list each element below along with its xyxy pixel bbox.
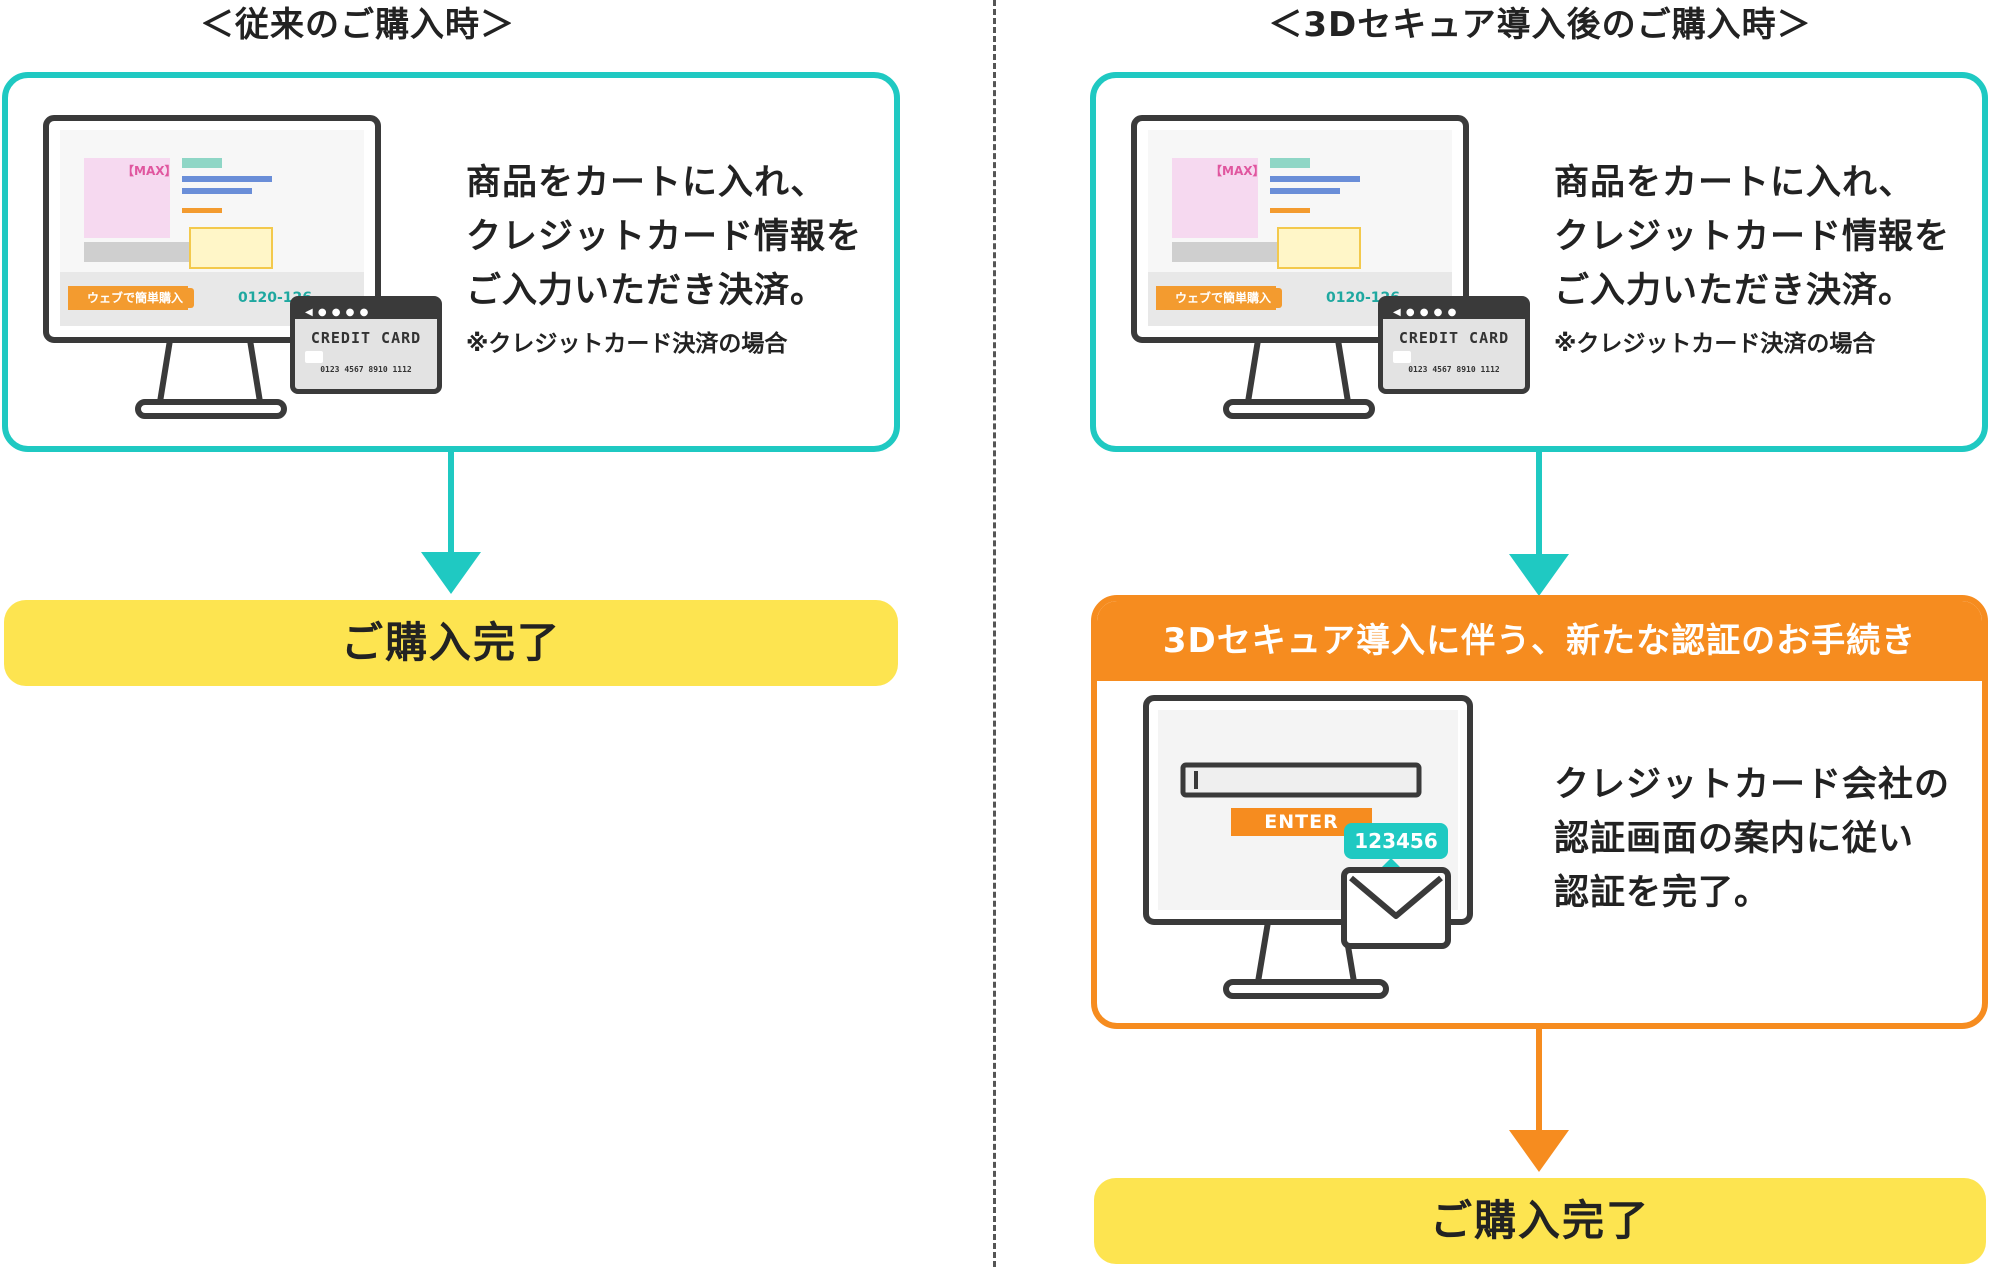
desc-line: 認証を完了。	[1554, 873, 1771, 913]
desc-line: ご入力いただき決済。	[466, 271, 827, 311]
screen-product-label: 【MAX】	[1210, 164, 1265, 178]
left-column-title: ＜従来のご購入時＞	[200, 5, 515, 45]
arrow-down-icon	[1536, 452, 1542, 556]
left-step-description: 商品をカートに入れ、 クレジットカード情報を ご入力いただき決済。	[466, 156, 862, 318]
card-title: CREDIT CARD	[1398, 329, 1510, 347]
right-column-title: ＜3Dセキュア導入後のご購入時＞	[1268, 5, 1812, 45]
arrow-down-icon	[448, 452, 454, 554]
auth-description: クレジットカード会社の 認証画面の案内に従い 認証を完了。	[1554, 758, 1950, 920]
right-result-banner: ご購入完了	[1094, 1178, 1986, 1264]
desc-line: 商品をカートに入れ、	[1554, 163, 1915, 203]
monitor-icon	[43, 115, 381, 419]
credit-card-icon: ◀ ● ● ● ● CREDIT CARD 0123 4567 8910 111…	[290, 296, 442, 394]
left-result-banner: ご購入完了	[4, 600, 898, 686]
arrow-head	[421, 552, 481, 594]
desc-line: クレジットカード情報を	[466, 217, 863, 257]
screen-product-label: 【MAX】	[122, 164, 177, 178]
desc-line: クレジットカード会社の	[1554, 765, 1951, 805]
card-title: CREDIT CARD	[310, 329, 422, 347]
screen-buy-button: ウェブで簡単購入	[1164, 288, 1282, 308]
envelope-icon	[1341, 858, 1451, 949]
left-step-note: ※クレジットカード決済の場合	[466, 331, 788, 357]
desc-line: クレジットカード情報を	[1554, 217, 1951, 257]
right-step-description: 商品をカートに入れ、 クレジットカード情報を ご入力いただき決済。	[1554, 156, 1950, 318]
arrow-down-icon	[1536, 1029, 1542, 1133]
card-number: 0123 4567 8910 1112	[320, 365, 412, 374]
auth-code-bubble: 123456	[1344, 823, 1448, 859]
arrow-head	[1509, 1130, 1569, 1172]
desc-line: 認証画面の案内に従い	[1554, 819, 1915, 859]
screen-buy-button: ウェブで簡単購入	[76, 288, 194, 308]
card-number: 0123 4567 8910 1112	[1408, 365, 1500, 374]
arrow-head	[1509, 554, 1569, 596]
desc-line: 商品をカートに入れ、	[466, 163, 827, 203]
desc-line: ご入力いただき決済。	[1554, 271, 1915, 311]
credit-card-icon: ◀ ● ● ● ● CREDIT CARD 0123 4567 8910 111…	[1378, 296, 1530, 394]
column-divider	[993, 0, 996, 1267]
right-step-note: ※クレジットカード決済の場合	[1554, 331, 1876, 357]
auth-header: 3Dセキュア導入に伴う、新たな認証のお手続き	[1097, 601, 1982, 681]
